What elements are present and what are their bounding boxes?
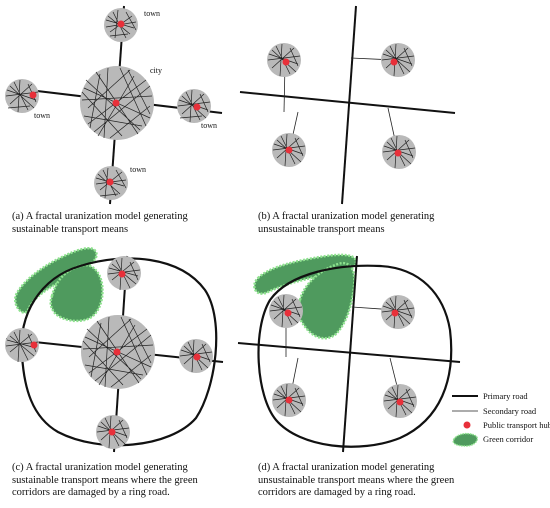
panel-b-diagram [239, 5, 456, 205]
legend-green-label: Green corridor [483, 434, 533, 444]
town-street-network [267, 43, 301, 77]
caption-line: corridors are damaged by a ring road. [12, 487, 170, 498]
caption-d: (d) A fractal uranization model generati… [258, 462, 454, 500]
legend-secondary-label: Secondary road [483, 406, 537, 416]
city-label: city [150, 66, 162, 75]
transport-hub [394, 149, 402, 157]
green-corridor [296, 261, 356, 340]
town-label: town [201, 121, 217, 130]
caption-line: unsustainable transport means where the … [258, 474, 455, 486]
ring-road [20, 257, 218, 447]
panel-a-diagram: town town town town city [5, 5, 223, 205]
caption-line: unsustainable transport means [258, 223, 385, 235]
primary-road [342, 255, 358, 453]
town-label: town [130, 165, 146, 174]
legend-green-swatch [452, 432, 478, 447]
primary-road [237, 342, 461, 363]
transport-hub [284, 309, 292, 317]
caption-line: (c) A fractal uranization model generati… [12, 462, 188, 473]
transport-hub [396, 398, 404, 406]
caption-line: (b) A fractal uranization model generati… [258, 211, 435, 222]
ring-road [257, 264, 453, 448]
transport-hub [193, 353, 201, 361]
transport-hub [29, 91, 37, 99]
legend-hub-label: Public transport hub [483, 420, 550, 430]
caption-line: sustainable transport means [12, 223, 129, 235]
panel-c-diagram [5, 247, 224, 453]
caption-a: (a) A fractal uranization model generati… [12, 211, 188, 236]
transport-hub [390, 58, 398, 66]
legend-hub-swatch [463, 421, 471, 429]
transport-hub [285, 146, 293, 154]
town-label: town [34, 111, 50, 120]
green-corridor [253, 253, 358, 295]
town-street-network [5, 329, 39, 363]
caption-line: (d) A fractal uranization model generati… [258, 462, 435, 473]
primary-road [239, 91, 456, 114]
caption-line: corridors are damaged by a ring road. [258, 487, 416, 498]
transport-hub [391, 309, 399, 317]
transport-hub [108, 428, 116, 436]
legend: Primary road Secondary road Public trans… [452, 391, 550, 447]
caption-line: sustainable transport means where the gr… [12, 474, 198, 486]
legend-primary-label: Primary road [483, 391, 528, 401]
transport-hub [118, 270, 126, 278]
caption-c: (c) A fractal uranization model generati… [12, 462, 198, 500]
transport-hub [113, 348, 121, 356]
transport-hub [106, 178, 114, 186]
town-street-network [269, 294, 303, 328]
caption-line: (a) A fractal uranization model generati… [12, 211, 188, 222]
caption-b: (b) A fractal uranization model generati… [258, 211, 434, 236]
transport-hub [282, 58, 290, 66]
transport-hub [117, 20, 125, 28]
transport-hub [285, 396, 293, 404]
transport-hub [30, 341, 38, 349]
panel-d-diagram [237, 253, 461, 453]
transport-hub [112, 99, 120, 107]
town-label: town [144, 9, 160, 18]
primary-road [341, 5, 357, 205]
transport-hub [193, 103, 201, 111]
